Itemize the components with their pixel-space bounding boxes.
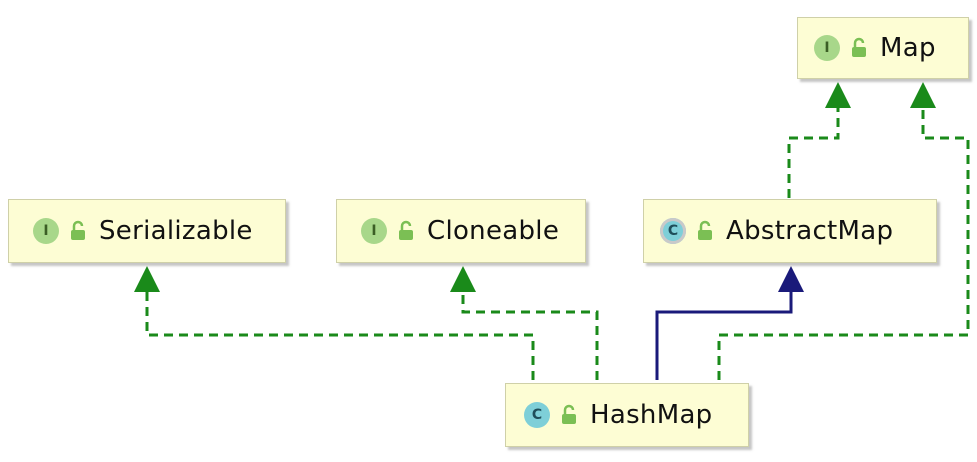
unlock-icon <box>696 220 714 242</box>
arrowhead-serializable <box>134 266 160 292</box>
node-abstractmap[interactable]: C AbstractMap <box>643 199 937 263</box>
arrowhead-map-hashmap <box>910 82 936 108</box>
node-label-abstractmap: AbstractMap <box>726 216 894 246</box>
node-label-serializable: Serializable <box>99 216 253 246</box>
unlock-icon <box>560 404 578 426</box>
node-serializable[interactable]: I Serializable <box>8 199 286 263</box>
node-cloneable[interactable]: I Cloneable <box>336 199 586 263</box>
node-map[interactable]: I Map <box>797 17 969 79</box>
node-label-hashmap: HashMap <box>590 400 713 430</box>
edge-hashmap-cloneable <box>461 288 599 380</box>
unlock-icon <box>850 37 868 59</box>
arrowhead-cloneable <box>450 266 476 292</box>
arrowhead-abstractmap <box>778 266 804 292</box>
interface-icon: I <box>361 218 387 244</box>
abstract-class-icon: C <box>660 218 686 244</box>
edge-hashmap-serializable <box>145 288 535 380</box>
class-icon: C <box>524 402 550 428</box>
arrowhead-map-abstractmap <box>825 82 851 108</box>
edge-hashmap-abstractmap <box>655 288 793 380</box>
unlock-icon <box>69 220 87 242</box>
edge-hashmap-map <box>717 104 970 380</box>
unlock-icon <box>397 220 415 242</box>
node-label-cloneable: Cloneable <box>427 216 560 246</box>
interface-icon: I <box>814 35 840 61</box>
node-hashmap[interactable]: C HashMap <box>505 383 749 447</box>
edge-abstractmap-map <box>787 104 840 198</box>
interface-icon: I <box>33 218 59 244</box>
node-label-map: Map <box>880 33 936 63</box>
